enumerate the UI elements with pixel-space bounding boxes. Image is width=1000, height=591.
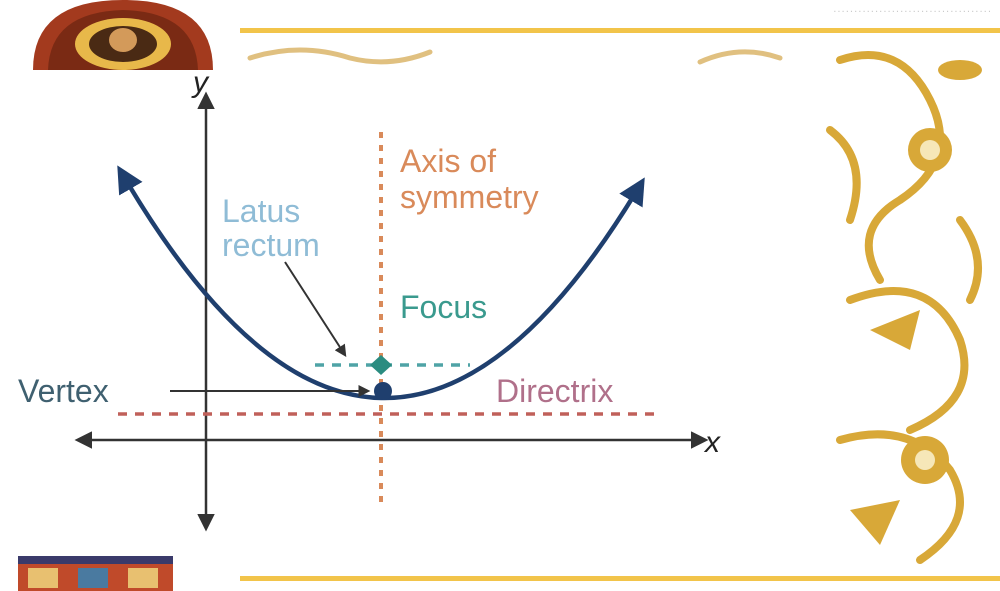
medallion-ornament-icon (33, 0, 213, 70)
watermark: ...................................... (833, 4, 992, 15)
focus-point (370, 355, 392, 375)
y-axis-label: y (191, 66, 210, 99)
tile-ornament-icon (18, 556, 173, 591)
floral-border-icon (826, 51, 982, 564)
latus-rectum-pointer (284, 261, 347, 358)
axis-of-symmetry-label-line1: Axis of (400, 143, 496, 179)
focus-label: Focus (400, 289, 487, 325)
x-axis-label: x (703, 426, 721, 459)
latus-rectum-label-line1: Latus (222, 193, 300, 229)
vertex-label: Vertex (18, 373, 109, 409)
swirl-ornament-icon (247, 47, 783, 65)
bottom-gold-rule (240, 576, 1000, 581)
top-gold-rule (240, 28, 1000, 33)
latus-rectum-label-line2: rectum (222, 227, 320, 263)
directrix-label: Directrix (496, 373, 613, 409)
vertex-point (374, 382, 392, 400)
axis-of-symmetry-label-line2: symmetry (400, 179, 539, 215)
